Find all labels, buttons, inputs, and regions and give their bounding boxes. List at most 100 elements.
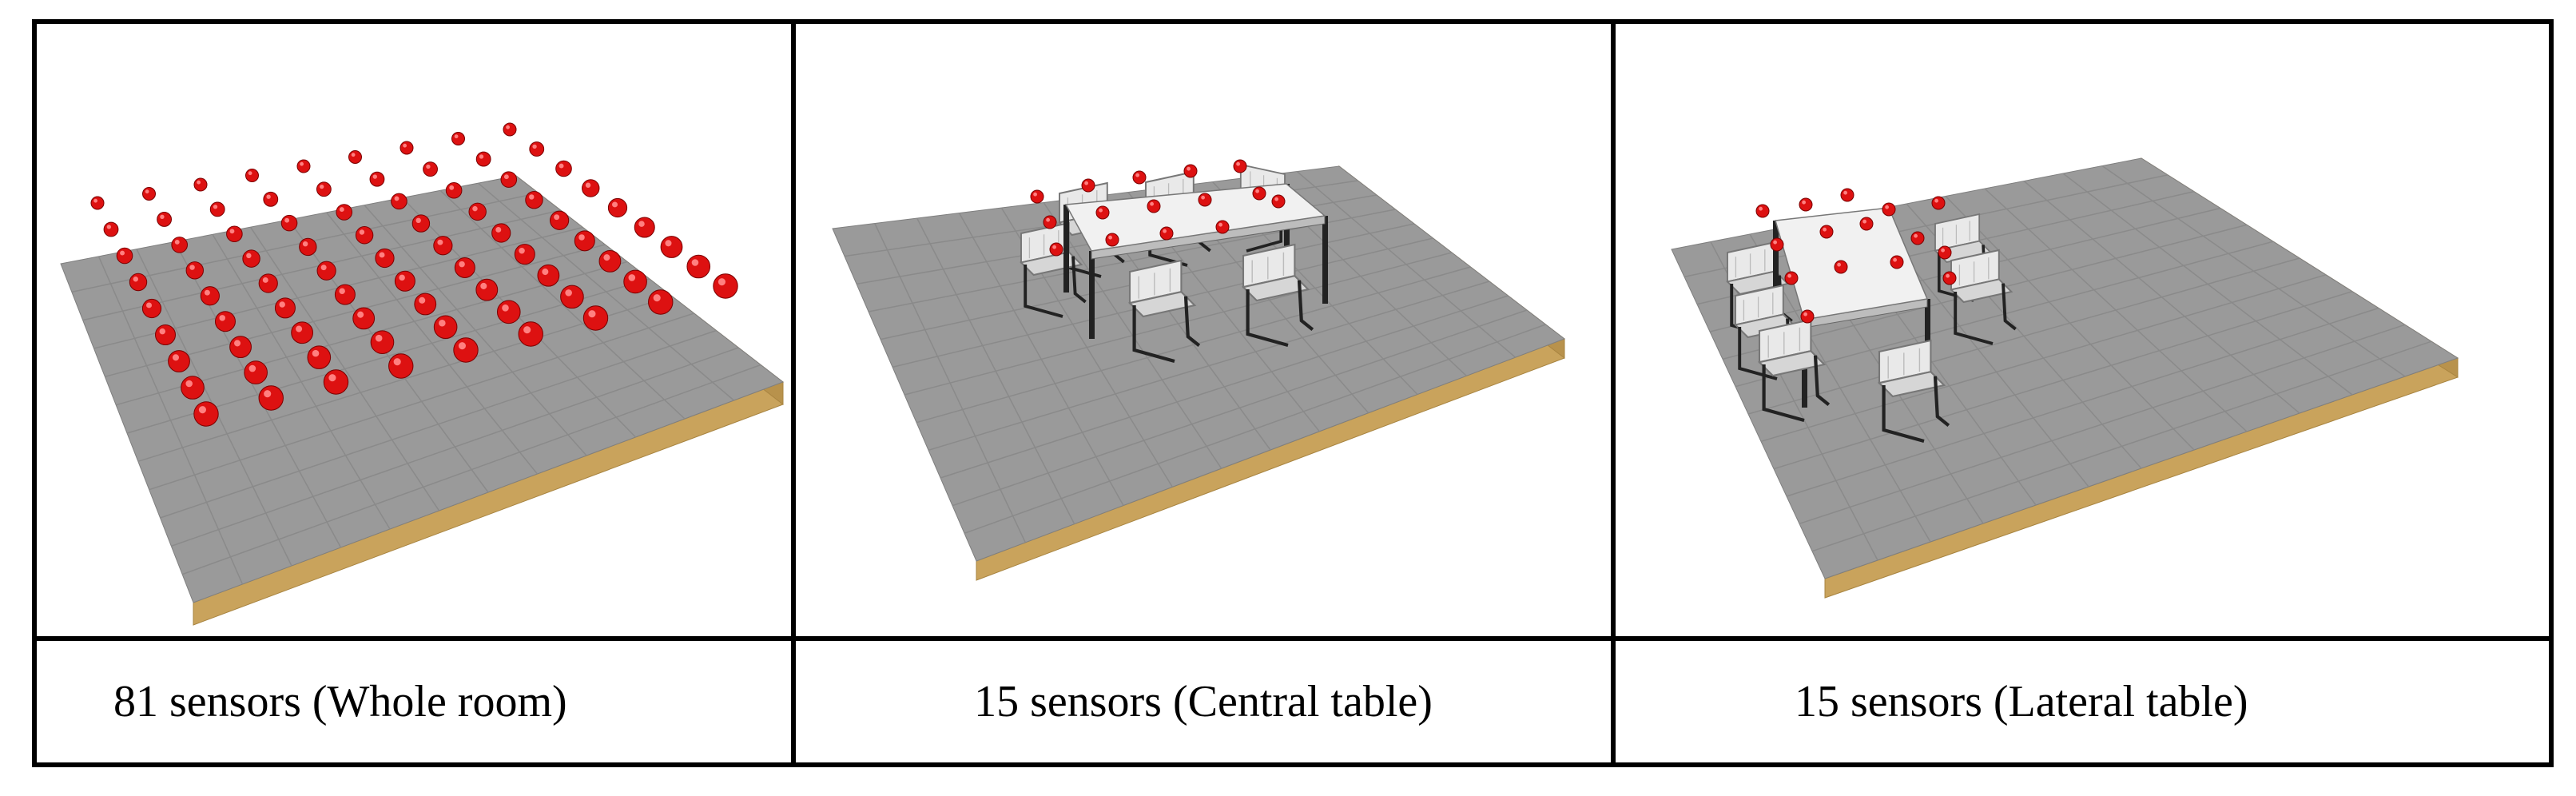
chair-frame — [1132, 296, 1201, 364]
sensor-highlight — [612, 201, 618, 208]
sensor-highlight — [588, 310, 596, 318]
sensor-dot — [1049, 242, 1063, 257]
sensor-dot — [181, 376, 205, 400]
chair — [1757, 318, 1831, 423]
sensor-dot — [634, 217, 655, 238]
sensor-dot — [245, 169, 259, 182]
sensor-dot — [129, 273, 148, 292]
sensor-highlight — [1163, 229, 1167, 233]
sensor-dot — [454, 257, 475, 278]
sensor-dot — [388, 353, 414, 379]
sensor-dot — [209, 201, 225, 217]
sensor-highlight — [559, 163, 564, 169]
sensor-dot — [155, 324, 176, 345]
sensor-highlight — [229, 229, 235, 234]
sensor-highlight — [219, 315, 225, 321]
sensor-dot — [475, 278, 499, 301]
sensor-dot — [1834, 260, 1848, 274]
sensor-dot — [1132, 170, 1147, 185]
sensor-highlight — [159, 328, 165, 335]
sensor-dot — [1105, 233, 1119, 247]
table-top — [1775, 207, 1929, 320]
sensor-highlight — [454, 134, 459, 139]
sensor-dot — [496, 300, 521, 324]
chair-seat — [1757, 350, 1827, 377]
sensor-highlight — [93, 198, 97, 203]
sensor-highlight — [665, 240, 672, 247]
sensor-highlight — [1941, 248, 1945, 253]
chair-frame — [1024, 256, 1087, 318]
chair-seat — [1241, 275, 1310, 302]
sensor-highlight — [529, 194, 535, 200]
sensor-highlight — [1236, 161, 1240, 166]
sensor-dot — [214, 311, 236, 332]
divider — [1611, 24, 1616, 762]
sensor-highlight — [1218, 222, 1222, 227]
sensor-highlight — [1274, 197, 1278, 201]
sensor-highlight — [198, 406, 206, 414]
sensor-highlight — [1773, 240, 1777, 245]
sensor-dot — [607, 197, 628, 218]
sensor-highlight — [554, 214, 560, 221]
sensor-highlight — [1787, 273, 1791, 278]
sensor-dot — [226, 225, 243, 243]
sensor-highlight — [1843, 190, 1847, 195]
sensor-highlight — [339, 207, 344, 213]
sensor-highlight — [266, 194, 271, 199]
sensor-highlight — [479, 154, 484, 159]
sensor-highlight — [234, 340, 241, 347]
caption-divider — [37, 636, 2549, 641]
sensor-dot — [1755, 204, 1770, 218]
sensor-dot — [258, 385, 284, 411]
sensor-dot — [1800, 309, 1815, 324]
sensor-highlight — [628, 274, 636, 281]
floor-tile-line — [1296, 170, 1517, 358]
sensor-dot — [352, 307, 376, 330]
sensor-dot — [258, 273, 278, 293]
figure-frame: 81 sensors (Whole room) 15 sensors (Cent… — [32, 19, 2554, 767]
sensor-highlight — [248, 171, 252, 176]
sensor-dot — [1931, 196, 1946, 210]
sensor-dot — [229, 336, 252, 359]
sensor-dot — [598, 249, 622, 273]
sensor-highlight — [653, 294, 661, 302]
sensor-highlight — [472, 205, 478, 212]
sensor-dot — [560, 285, 584, 309]
chair-frame — [1762, 355, 1831, 423]
sensor-dot — [348, 150, 362, 164]
sensor-dot — [1252, 186, 1266, 201]
chair — [1877, 339, 1950, 444]
sensor-highlight — [357, 311, 364, 318]
sensor-dot — [334, 284, 356, 305]
sensor-highlight — [351, 153, 356, 157]
sensor-highlight — [399, 274, 405, 281]
sensor-dot — [411, 214, 431, 233]
sensor-highlight — [1837, 262, 1841, 267]
sensor-highlight — [1150, 201, 1154, 206]
divider — [791, 24, 796, 762]
floor-tile-line — [1811, 340, 2432, 552]
sensor-highlight — [296, 325, 303, 332]
sensor-highlight — [120, 250, 125, 256]
sensor-dot — [475, 151, 491, 167]
sensor-highlight — [1862, 219, 1866, 224]
table-top — [1064, 183, 1326, 252]
caption-whole-room: 81 sensors (Whole room) — [113, 677, 567, 726]
sensor-dot — [185, 261, 204, 280]
panel-whole-room — [37, 24, 791, 636]
sensor-dot — [423, 161, 438, 177]
sensor-dot — [141, 298, 162, 319]
sensor-highlight — [145, 189, 149, 194]
sensor-dot — [1147, 199, 1161, 213]
chair-frame — [1246, 280, 1314, 348]
sensor-highlight — [1802, 200, 1806, 205]
floor-tile-line — [1799, 324, 2406, 525]
sensor-highlight — [393, 358, 401, 366]
sensor-highlight — [503, 174, 509, 180]
sensor-highlight — [437, 239, 443, 245]
floor-tile-line — [964, 324, 1546, 535]
sensor-dot — [336, 204, 353, 221]
chair-frame — [1882, 376, 1950, 444]
sensor-dot — [660, 236, 683, 258]
sensor-dot — [299, 237, 317, 257]
